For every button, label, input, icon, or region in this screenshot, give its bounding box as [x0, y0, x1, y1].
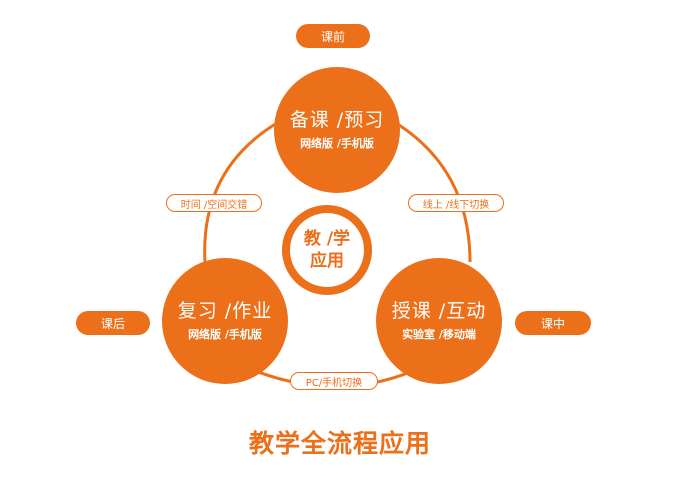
diagram-title: 教学全流程应用	[248, 429, 431, 458]
arc-top-left	[203, 121, 278, 263]
stage-during-pill: 课中	[515, 311, 591, 335]
center-label-line2: 应用	[310, 251, 344, 271]
stage-after-pill: 课后	[76, 311, 150, 335]
center-teach-learn-circle: 教 /学 应用	[282, 205, 372, 295]
node-review-title: 复习 /作业	[177, 300, 273, 322]
edge-tag-time-space: 时间 /空间交错	[166, 194, 262, 212]
edge-tag-online-offline: 线上 /线下切换	[408, 194, 504, 212]
node-prepare-title: 备课 /预习	[289, 109, 385, 131]
stage-before-pill: 课前	[296, 24, 370, 48]
node-prepare-subtitle: 网络版 /手机版	[300, 137, 374, 150]
node-prepare-preview: 备课 /预习 网络版 /手机版	[274, 67, 400, 193]
arc-top-right	[395, 121, 472, 263]
node-review-homework: 复习 /作业 网络版 /手机版	[162, 258, 288, 384]
node-teach-interact: 授课 /互动 实验室 /移动端	[376, 258, 502, 384]
node-review-subtitle: 网络版 /手机版	[188, 328, 262, 341]
node-teach-title: 授课 /互动	[391, 300, 487, 322]
node-teach-subtitle: 实验室 /移动端	[402, 328, 476, 341]
edge-tag-pc-mobile: PC/手机切换	[290, 372, 378, 390]
center-label-line1: 教 /学	[303, 229, 351, 249]
center-label: 教 /学 应用	[290, 213, 364, 287]
